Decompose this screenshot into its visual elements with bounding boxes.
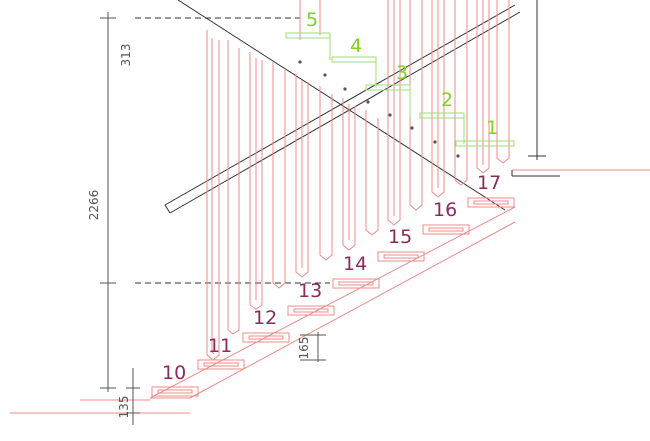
lower-treads (151, 197, 515, 397)
step-label-11: 11 (208, 335, 232, 357)
step-label-12: 12 (253, 307, 277, 329)
upper-treads (285, 32, 515, 147)
step-label-16: 16 (433, 199, 457, 221)
step-label-3: 3 (396, 62, 408, 84)
step-label-4: 4 (350, 35, 362, 57)
upper-bolts (298, 60, 460, 158)
dim-top-313: 313 (119, 44, 133, 67)
dimension-lines (100, 12, 326, 425)
step-label-15: 15 (388, 226, 412, 248)
step-label-17: 17 (477, 172, 501, 194)
step-label-2: 2 (441, 89, 453, 111)
step-label-14: 14 (343, 253, 367, 275)
balusters (206, 0, 510, 361)
dim-bottom-135: 135 (117, 396, 131, 419)
step-label-1: 1 (486, 117, 498, 139)
dim-main-2266: 2266 (87, 190, 101, 221)
floor-lines (10, 169, 650, 414)
step-label-5: 5 (306, 9, 318, 31)
dim-riser-165: 165 (297, 337, 311, 360)
step-label-13: 13 (298, 280, 322, 302)
step-label-10: 10 (162, 362, 186, 384)
